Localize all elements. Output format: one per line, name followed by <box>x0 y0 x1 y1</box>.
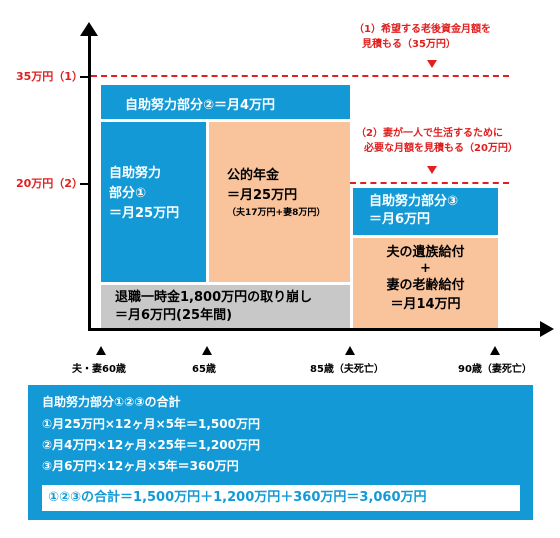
x-marker-60-icon <box>96 346 106 355</box>
note-1-line-2: 見積もる（35万円） <box>362 39 456 50</box>
note-2: （2）妻が一人で生活するために 必要な月額を見積もる（20万円） <box>356 126 518 156</box>
survivor-benefit-block: 夫の遺族給付 + 妻の老齢給付 ＝月14万円 <box>353 238 498 328</box>
x-label-60: 夫・妻60歳 <box>72 364 126 375</box>
survivor-line-2: 妻の老齢給付 <box>386 278 465 293</box>
summary-title: 自助努力部分①②③の合計 <box>42 395 181 409</box>
y-axis-arrow <box>80 22 98 36</box>
self-effort-3-line-2: ＝月6万円 <box>369 212 431 227</box>
survivor-plus: + <box>420 261 431 276</box>
y-tick-20 <box>80 183 90 185</box>
self-effort-1-line-3: ＝月25万円 <box>109 206 180 221</box>
summary-line-2: ②月4万円×12ヶ月×25年＝1,200万円 <box>42 438 260 452</box>
survivor-line-3: ＝月14万円 <box>390 297 461 312</box>
self-effort-2-block: 自助努力部分②＝月4万円 <box>101 85 350 119</box>
x-marker-85-icon <box>345 346 355 355</box>
y-tick-35 <box>80 76 90 78</box>
summary-line-1: ①月25万円×12ヶ月×5年＝1,500万円 <box>42 417 260 431</box>
retirement-lump-sum-block: 退職一時金1,800万円の取り崩し ＝月6万円(25年間) <box>101 285 350 328</box>
y-label-20: 20万円（2） <box>16 177 83 190</box>
x-axis <box>88 328 543 331</box>
reference-line-35 <box>91 75 509 77</box>
note-1-line-1: （1）希望する老後資金月額を <box>354 24 491 35</box>
x-label-90: 90歳（妻死亡） <box>458 364 532 375</box>
y-label-35: 35万円（1） <box>16 70 83 83</box>
public-pension-detail: （夫17万円+妻8万円） <box>227 208 326 218</box>
note-2-marker-icon <box>427 166 437 174</box>
public-pension-block: 公的年金 ＝月25万円 （夫17万円+妻8万円） <box>209 122 350 282</box>
x-marker-65-icon <box>202 346 212 355</box>
retirement-line-2: ＝月6万円(25年間) <box>115 308 233 323</box>
public-pension-amount: ＝月25万円 <box>227 188 298 203</box>
note-2-line-2: 必要な月額を見積もる（20万円） <box>364 143 518 154</box>
x-label-85: 85歳（夫死亡） <box>310 364 384 375</box>
note-2-line-1: （2）妻が一人で生活するために <box>356 128 503 139</box>
self-effort-1-block: 自助努力 部分① ＝月25万円 <box>101 122 206 282</box>
self-effort-3-line-1: 自助努力部分③ <box>369 194 459 209</box>
summary-total: ①②③の合計＝1,500万円＋1,200万円＋360万円＝3,060万円 <box>48 490 427 505</box>
public-pension-title: 公的年金 <box>227 168 280 183</box>
summary-line-3: ③月6万円×12ヶ月×5年＝360万円 <box>42 459 239 473</box>
x-label-65: 65歳 <box>192 364 216 375</box>
self-effort-3-block: 自助努力部分③ ＝月6万円 <box>353 188 498 235</box>
self-effort-1-line-1: 自助努力 <box>109 166 162 181</box>
x-marker-90-icon <box>490 346 500 355</box>
survivor-line-1: 夫の遺族給付 <box>386 245 465 260</box>
note-1: （1）希望する老後資金月額を 見積もる（35万円） <box>354 22 491 52</box>
self-effort-1-line-2: 部分① <box>109 186 147 201</box>
x-axis-arrow <box>540 321 554 337</box>
retirement-line-1: 退職一時金1,800万円の取り崩し <box>115 290 313 305</box>
y-axis <box>88 30 91 330</box>
self-effort-2-label: 自助努力部分②＝月4万円 <box>125 98 276 113</box>
reference-line-20 <box>350 182 509 184</box>
note-1-marker-icon <box>427 60 437 68</box>
summary-total-box: ①②③の合計＝1,500万円＋1,200万円＋360万円＝3,060万円 <box>42 485 520 511</box>
